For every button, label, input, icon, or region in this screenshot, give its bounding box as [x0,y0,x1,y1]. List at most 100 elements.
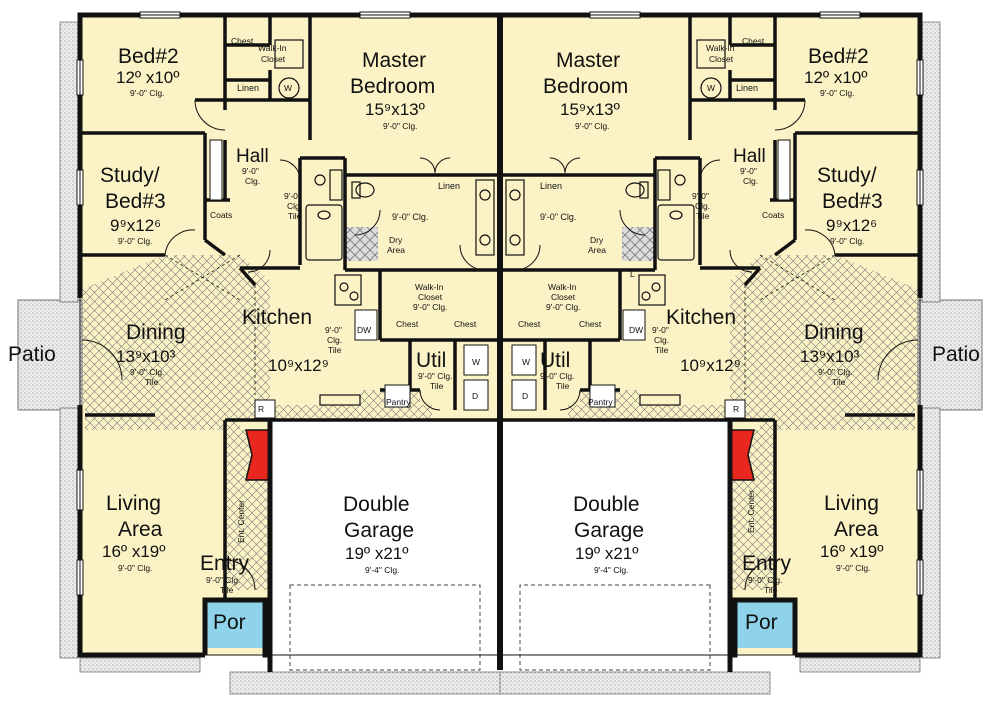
bed2-clg-right: 9'-0" Clg. [820,88,855,98]
living-dims: 16º x19º [102,542,166,561]
chest-bed2: Chest [231,36,254,46]
garage-name-2: Garage [344,519,415,542]
living-name-1: Living [106,492,161,515]
master-dims: 15⁹x13º [365,100,425,119]
bed2-name-right: Bed#2 [808,45,869,68]
util-name: Util [416,349,447,372]
coats-closet-right: Coats [762,210,785,220]
study-name-2-right: Bed#3 [822,190,883,213]
living-clg: 9'-0" Clg. [118,563,153,573]
hall-name-right: Hall [733,146,766,167]
kitchen-floor: Tile [328,345,342,355]
walkin-bed2-2: Closet [261,54,286,64]
walkin-master-1: Walk-In [415,282,444,292]
dry-area-1: Dry [389,235,403,245]
lavatory-right: L [630,269,635,279]
kitchen-clg: 9'-0" [325,325,342,335]
chest-master-a-right: Chest [518,319,541,329]
pantry-right: Pantry [588,397,613,407]
entry-floor: Tile [220,585,234,595]
living-name-2-right: Area [834,518,879,541]
dry-area-2-right: Area [588,245,606,255]
bath-clg-right: 9'-0" [692,191,709,201]
porch-name-right: Por [745,611,778,634]
study-clg: 9'-0" Clg. [118,236,153,246]
refrigerator-right: R [733,404,740,414]
pantry: Pantry [386,397,411,407]
living-name-1-right: Living [824,492,879,515]
chest-master-b-right: Chest [579,319,602,329]
walkin-master-1-right: Walk-In [548,282,577,292]
washer-bed2: W [284,83,293,93]
util-dryer: D [472,391,479,401]
garage-dims: 19º x21º [345,544,409,563]
kitchen-dims-right: 10⁹x12⁹ [680,356,741,375]
kitchen-dims: 10⁹x12⁹ [268,356,329,375]
ent-center: Ent. Center [236,500,246,543]
entry-floor-right: Tile [764,585,778,595]
bath-floor: Tile [288,211,302,221]
study-name-1-right: Study/ [817,164,877,187]
study-dims: 9⁹x12⁶ [110,216,162,235]
bath-clg: 9'-0" [284,191,301,201]
kitchen-name-right: Kitchen [666,306,737,329]
patio-name: Patio [8,343,56,366]
entry-name: Entry [200,552,250,575]
chest-master-b: Chest [454,319,477,329]
coats-closet: Coats [210,210,233,220]
ent-center-right: Ent. Center [746,490,756,533]
bed2-dims-right: 12º x10º [804,68,868,87]
linen-master: Linen [438,181,461,191]
dining-name: Dining [126,321,186,344]
dry-area-1-right: Dry [590,235,604,245]
chest-bed2-right: Chest [742,36,765,46]
patio-name-right: Patio [932,343,980,366]
dishwasher: DW [357,325,372,335]
living-name-2: Area [118,518,163,541]
walkin-master-2-right: Closet [551,292,576,302]
kitchen-clg2-right: Clg. [654,335,670,345]
refrigerator: R [258,404,265,414]
master-clg: 9'-0" Clg. [383,121,418,131]
kitchen-clg2: Clg. [327,335,343,345]
dining-clg: 9'-0" Clg. [130,367,165,377]
garage-name-1: Double [343,493,410,516]
util-floor-right: Tile [556,381,570,391]
dry-area-2: Area [387,245,405,255]
bath-clg2-right: Clg. [695,201,711,211]
garage-dims-right: 19º x21º [575,544,639,563]
garage-clg: 9'-4" Clg. [365,565,400,575]
garage-name-2-right: Garage [574,519,645,542]
util-washer-right: W [522,357,531,367]
bed2-clg: 9'-0" Clg. [130,88,165,98]
kitchen-clg-right: 9'-0" [652,325,669,335]
dining-floor: Tile [145,377,159,387]
hall-name: Hall [236,146,269,167]
study-clg-right: 9'-0" Clg. [830,236,865,246]
walkin-master-clg: 9'-0" Clg. [413,302,448,312]
hall-clg: 9'-0" [242,166,259,176]
master-name-2-right: Bedroom [543,75,629,98]
master-name-2: Bedroom [350,75,436,98]
kitchen-name: Kitchen [242,306,313,329]
linen-master-right: Linen [540,181,563,191]
living-dims-right: 16º x19º [820,542,884,561]
bath-floor-right: Tile [696,211,710,221]
walkin-master-2: Closet [418,292,443,302]
living-clg-right: 9'-0" Clg. [836,563,871,573]
mbath-clg-right: 9'-0" Clg. [540,212,577,222]
hall-clg-right: 9'-0" [740,166,757,176]
mbath-clg: 9'-0" Clg. [392,212,429,222]
hall-clg2: Clg. [245,176,261,186]
dishwasher-right: DW [629,325,644,335]
linen-hall: Linen [237,83,260,93]
dining-clg-right: 9'-0" Clg. [818,367,853,377]
study-name-1: Study/ [100,164,160,187]
kitchen-floor-right: Tile [655,345,669,355]
washer-bed2-right: W [707,83,716,93]
dining-dims-right: 13⁹x10³ [800,347,860,366]
dining-floor-right: Tile [832,377,846,387]
util-clg-right: 9'-0" Clg. [540,371,575,381]
chest-master-a: Chest [396,319,419,329]
